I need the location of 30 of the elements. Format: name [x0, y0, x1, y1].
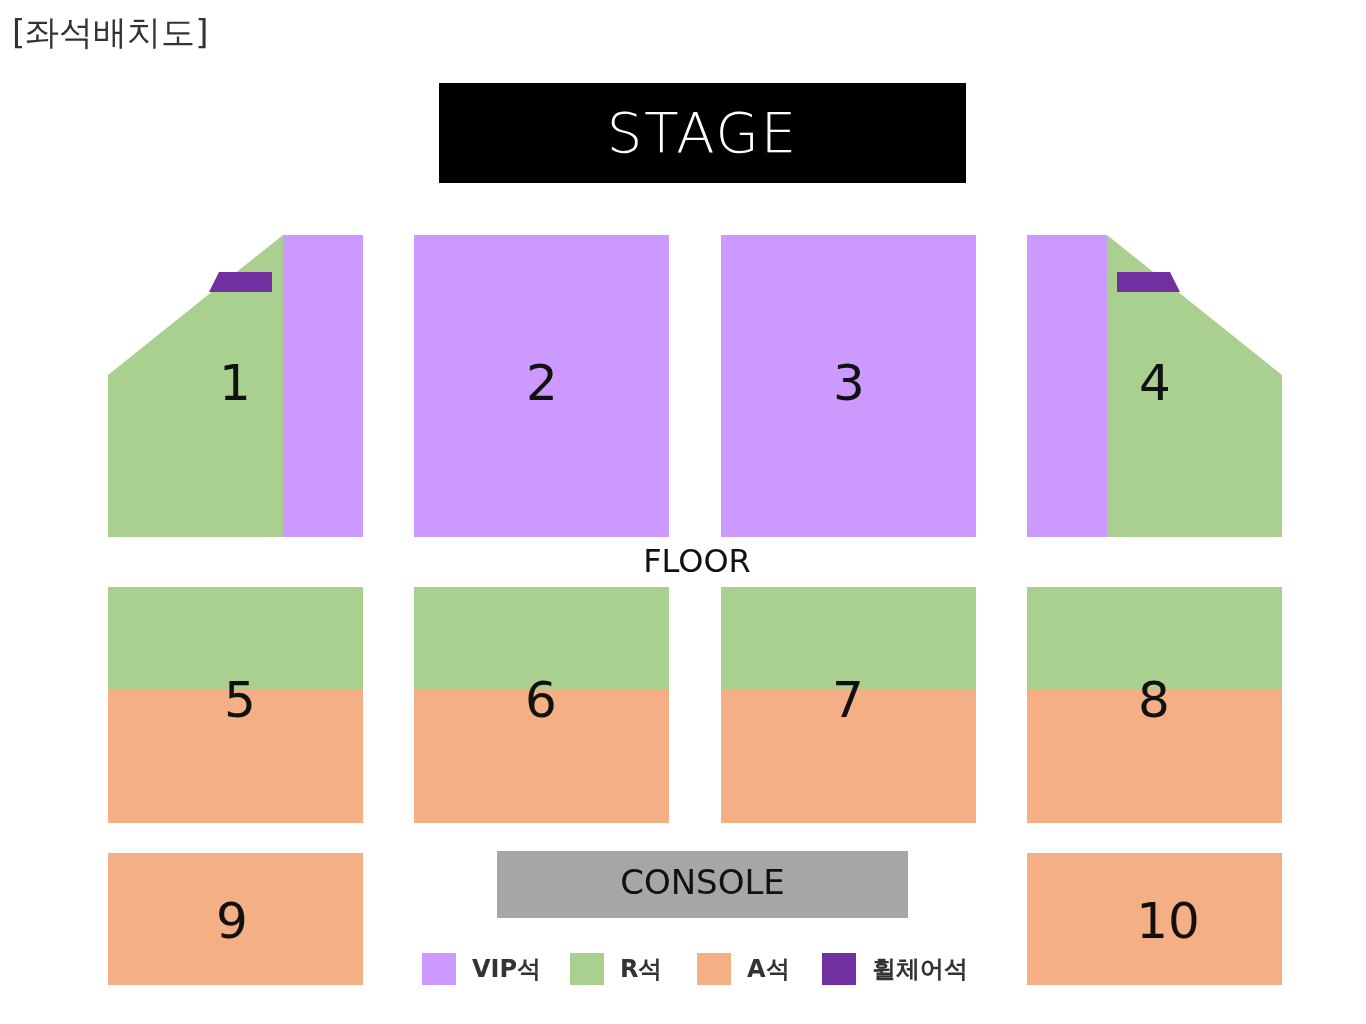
seating-section: [721, 587, 976, 823]
legend-label: 휠체어석: [872, 954, 968, 985]
seating-section: [414, 235, 669, 537]
legend-label: A석: [747, 954, 790, 985]
seating-section: [414, 587, 669, 823]
section-number: 9: [216, 896, 248, 946]
wheelchair-seating-area: [1117, 272, 1180, 292]
seating-section: [721, 235, 976, 537]
section-number: 8: [1138, 675, 1170, 725]
legend-label: VIP석: [472, 954, 542, 985]
section-number: 7: [832, 675, 864, 725]
section-number: 4: [1139, 358, 1171, 408]
seating-section: [1027, 235, 1282, 537]
seating-section: [1027, 587, 1282, 823]
section-number: 10: [1136, 896, 1200, 946]
seating-section: [108, 853, 363, 985]
seating-section: [1027, 853, 1282, 985]
console-block: CONSOLE: [497, 851, 908, 918]
area-label: FLOOR: [643, 542, 751, 580]
stage-block: STAGE: [439, 83, 966, 183]
seating-section: [108, 587, 363, 823]
wheelchair-seating-area: [209, 272, 272, 292]
seating-section: [108, 235, 363, 537]
section-number: 3: [833, 358, 865, 408]
section-number: 5: [224, 675, 256, 725]
section-number: 6: [525, 675, 557, 725]
section-number: 2: [526, 358, 558, 408]
page-title: [좌석배치도]: [12, 11, 209, 54]
legend-label: R석: [620, 954, 663, 985]
section-number: 1: [219, 358, 251, 408]
